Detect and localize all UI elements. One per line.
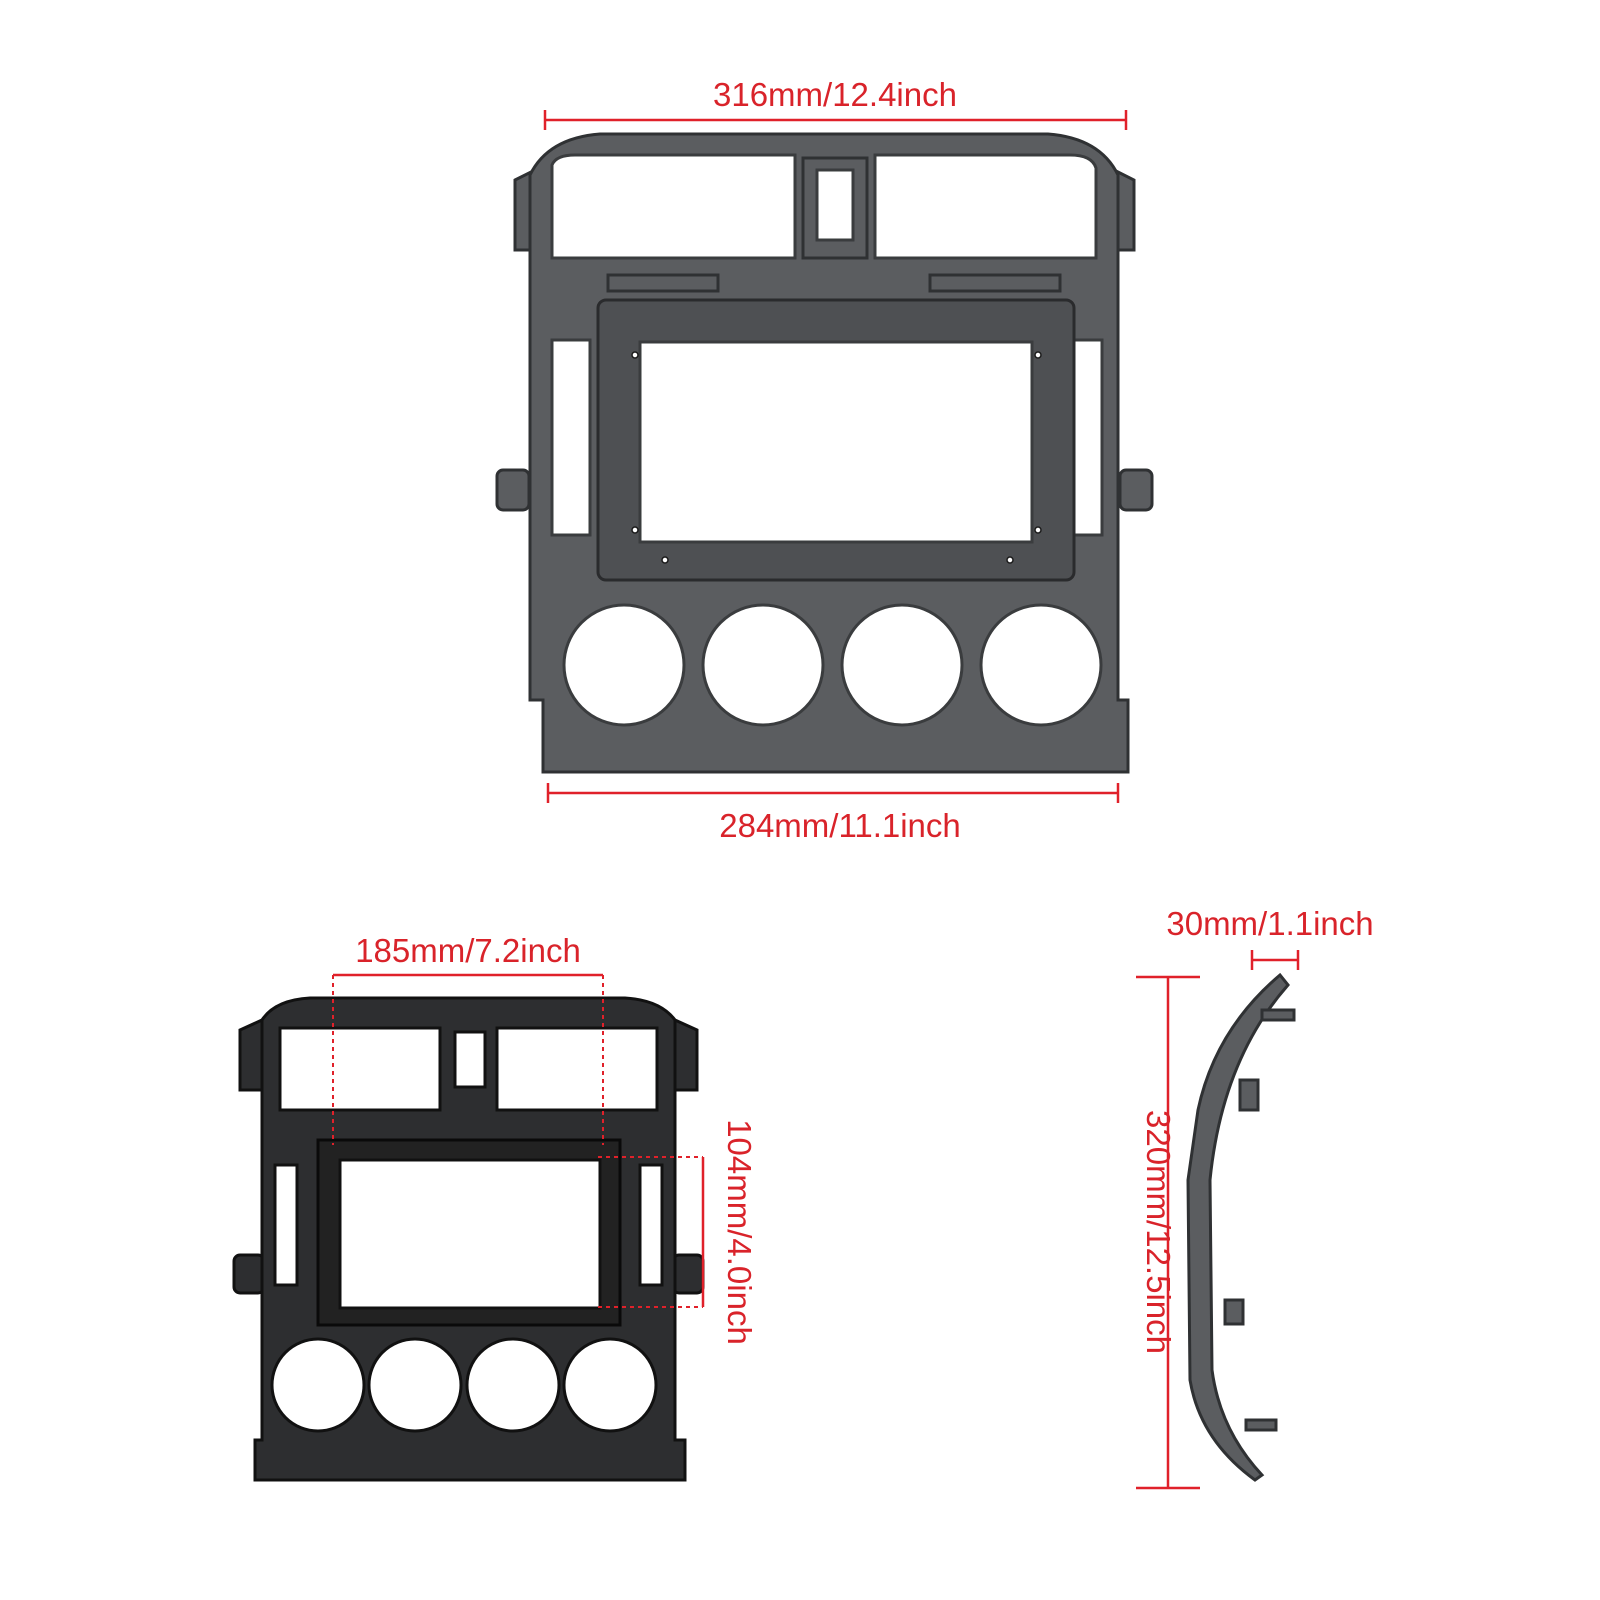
front-knob-hole-1 <box>562 603 686 727</box>
back-screen-height-label: 104mm/4.0inch <box>721 1119 758 1345</box>
front-panel <box>495 132 1154 774</box>
side-height-label: 320mm/12.5inch <box>1140 1110 1177 1354</box>
front-right-vent-opening <box>873 153 1098 260</box>
side-clip-top <box>1260 1008 1296 1022</box>
side-clip-bottom <box>1244 1418 1278 1432</box>
back-knob-hole-3 <box>465 1337 561 1433</box>
front-screw-hole <box>661 556 669 564</box>
front-center-clip-slot <box>815 168 855 242</box>
front-left-vent-opening <box>550 153 797 260</box>
front-screw-hole <box>631 351 639 359</box>
side-depth-label: 30mm/1.1inch <box>1166 905 1373 942</box>
back-left-vent-opening <box>278 1026 442 1112</box>
side-panel-profile <box>1186 972 1290 1482</box>
back-left-mount-tab <box>232 1253 266 1295</box>
front-right-ledge <box>928 273 1062 293</box>
front-screw-hole <box>1034 526 1042 534</box>
back-right-mount-tab <box>671 1253 705 1295</box>
front-knob-hole-3 <box>840 603 964 727</box>
back-knob-hole-4 <box>562 1337 658 1433</box>
back-right-top-bracket <box>673 1017 699 1092</box>
front-top-width-label: 316mm/12.4inch <box>713 76 957 113</box>
side-depth-dimension: 30mm/1.1inch <box>1166 905 1374 970</box>
side-panel <box>1186 972 1296 1482</box>
back-knob-hole-2 <box>367 1337 463 1433</box>
back-screen-opening <box>338 1158 602 1310</box>
side-clip-middle <box>1223 1298 1245 1326</box>
back-left-side-slot <box>273 1163 299 1287</box>
front-left-mount-tab <box>495 468 531 512</box>
front-screen-opening <box>638 340 1034 544</box>
front-left-ledge <box>606 273 720 293</box>
front-knob-hole-4 <box>979 603 1103 727</box>
back-panel <box>232 996 705 1482</box>
back-screen-width-label: 185mm/7.2inch <box>355 932 581 969</box>
back-right-side-slot <box>638 1163 664 1287</box>
back-left-top-bracket <box>238 1017 264 1092</box>
back-center-clip-slot <box>453 1030 487 1089</box>
back-knob-hole-1 <box>270 1337 366 1433</box>
front-screw-hole <box>1006 556 1014 564</box>
front-top-dimension: 316mm/12.4inch <box>543 76 1128 130</box>
front-screw-hole <box>631 526 639 534</box>
side-height-dimension: 320mm/12.5inch <box>1136 975 1200 1490</box>
front-screw-hole <box>1034 351 1042 359</box>
back-width-dimension: 185mm/7.2inch <box>332 932 604 1145</box>
side-clip-upper <box>1238 1078 1260 1112</box>
front-bottom-dimension: 284mm/11.1inch <box>546 783 1120 844</box>
front-left-side-slot <box>550 338 592 537</box>
front-bottom-width-label: 284mm/11.1inch <box>719 807 961 844</box>
front-knob-hole-2 <box>701 603 825 727</box>
back-height-dimension: 104mm/4.0inch <box>598 1119 758 1345</box>
front-right-mount-tab <box>1118 468 1154 512</box>
back-right-vent-opening <box>495 1026 659 1112</box>
